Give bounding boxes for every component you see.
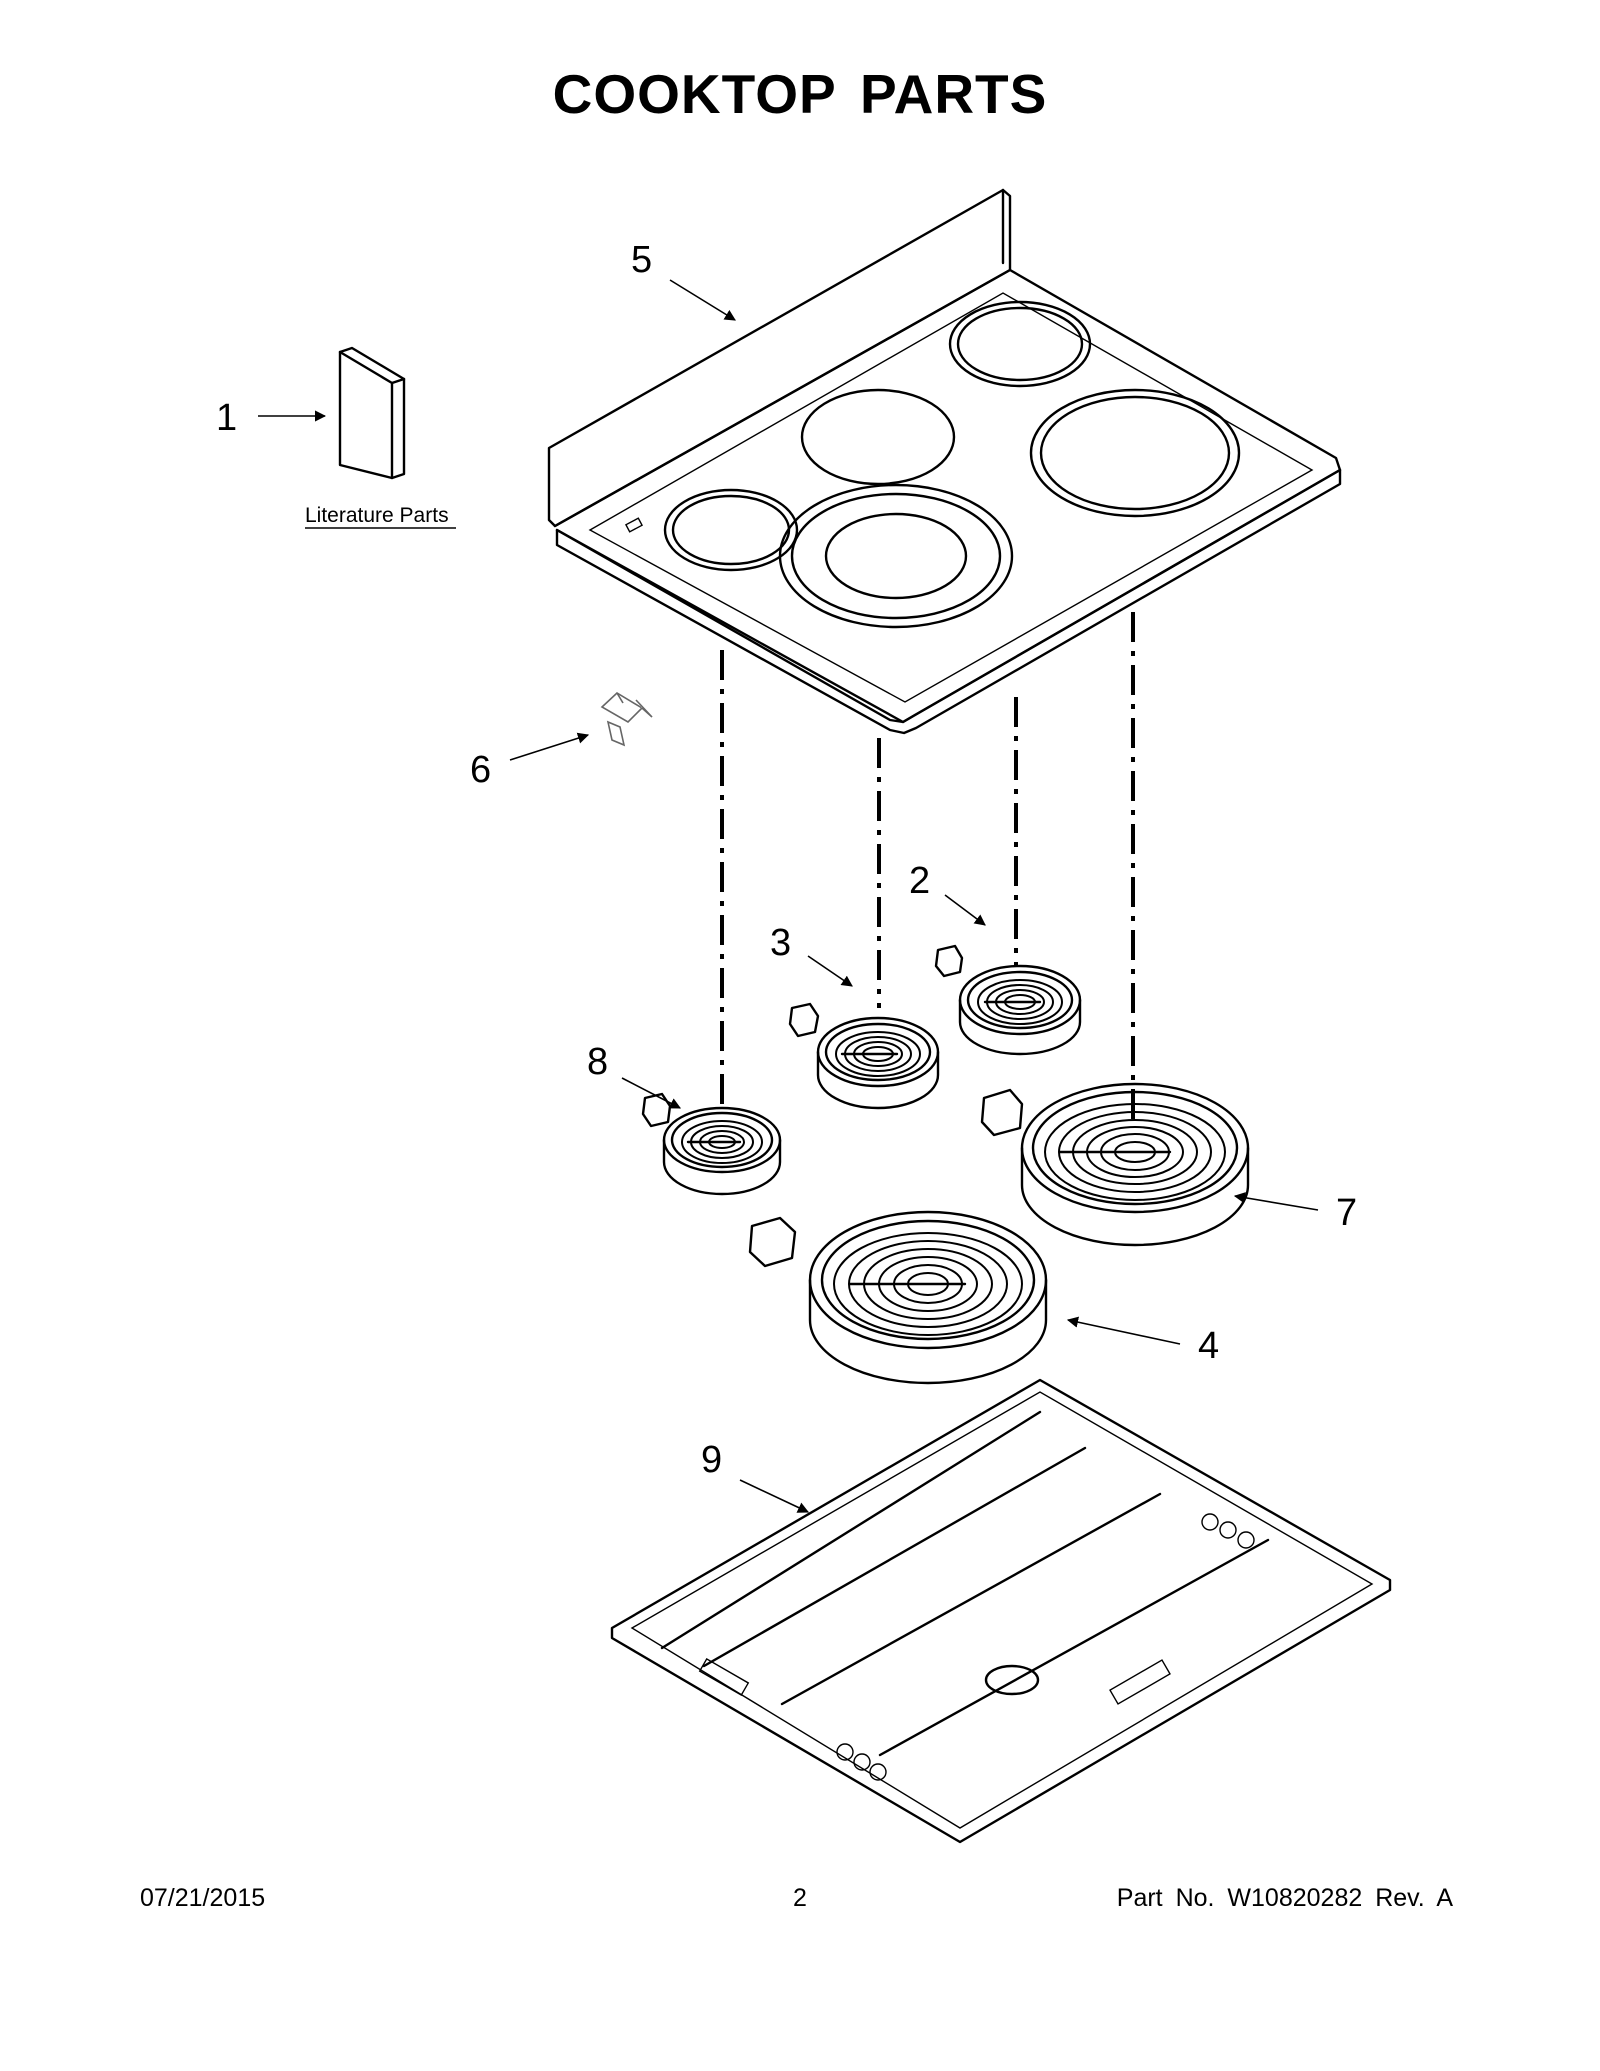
page-title: COOKTOP PARTS — [552, 63, 1048, 125]
footer-date: 07/21/2015 — [140, 1884, 266, 1912]
leader-5 — [669, 279, 736, 321]
footer-page-number: 2 — [793, 1884, 807, 1912]
cooktop-main-top — [547, 188, 1342, 735]
leader-9 — [739, 1479, 810, 1513]
cooktop-ring-right-front — [1029, 388, 1241, 518]
leader-6 — [509, 732, 590, 761]
cooktop-support-panel — [610, 1378, 1392, 1844]
callout-1: 1 — [216, 397, 237, 439]
cooktop-ring-center-rear — [800, 388, 956, 486]
callout-4: 4 — [1198, 1325, 1219, 1367]
callout-9: 9 — [701, 1439, 722, 1481]
callout-7: 7 — [1336, 1192, 1357, 1234]
cooktop-ring-center-front — [778, 483, 1014, 629]
footer-part-number: Part No. W10820282 Rev. A — [1116, 1884, 1453, 1912]
leader-3 — [807, 955, 853, 987]
cooktop-ring-right-rear — [948, 300, 1092, 388]
callout-8: 8 — [587, 1041, 608, 1083]
leader-7 — [1233, 1192, 1319, 1211]
literature-parts-label: Literature Parts — [305, 504, 449, 527]
surface-element-left-front — [641, 1092, 782, 1196]
leader-4 — [1066, 1316, 1181, 1345]
leader-8 — [621, 1077, 681, 1109]
surface-element-center-front — [748, 1210, 1048, 1385]
clip-bracket — [600, 692, 653, 747]
literature-booklet — [338, 346, 406, 480]
callout-2: 2 — [909, 860, 930, 902]
surface-element-rear-right — [934, 944, 1082, 1056]
callout-6: 6 — [470, 749, 491, 791]
cooktop-ring-left-front — [663, 488, 799, 572]
callout-5: 5 — [631, 239, 652, 281]
callout-3: 3 — [770, 922, 791, 964]
surface-element-right-front — [980, 1082, 1250, 1247]
surface-element-rear-left — [788, 1002, 940, 1110]
leader-2 — [944, 894, 986, 926]
